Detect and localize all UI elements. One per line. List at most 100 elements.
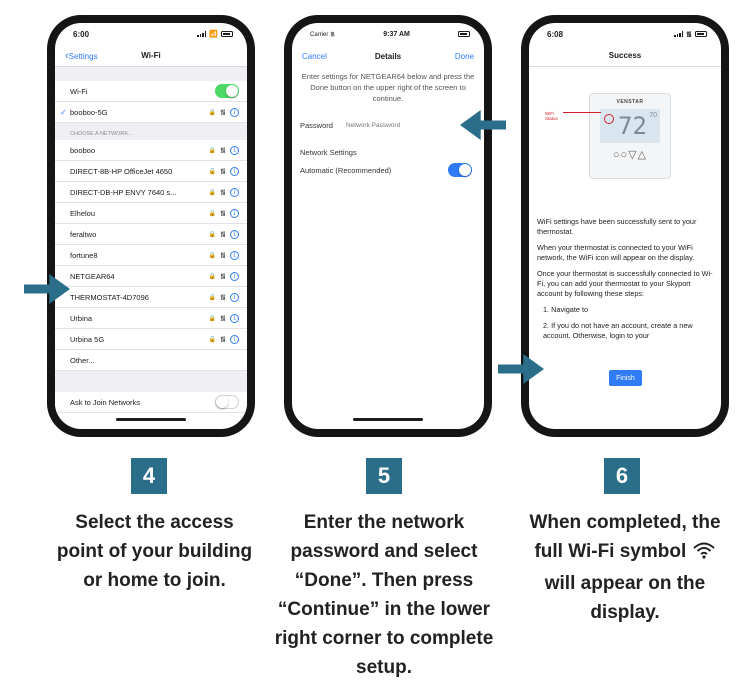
connected-network-row[interactable]: ✓ booboo-5G 🔒᯾i — [55, 102, 247, 123]
connected-network-name: booboo-5G — [70, 107, 108, 117]
wifi-settings-screen: 6:00 📶 ‹Settings Wi-Fi Wi-Fi ✓ booboo-5G… — [55, 23, 247, 429]
network-row[interactable]: DIRECT-8B-HP OfficeJet 4650🔒᯾i — [55, 161, 247, 182]
password-input[interactable] — [346, 121, 456, 129]
thermostat-body: VENSTAR 72 70 ○○▽△ — [589, 93, 671, 179]
nav-bar: Success — [529, 45, 721, 67]
back-label: Settings — [68, 51, 98, 61]
info-icon[interactable]: i — [230, 208, 239, 218]
caption-text: Enter the network password and select “D… — [274, 512, 494, 678]
step-number-4: 4 — [131, 458, 167, 494]
info-icon[interactable]: i — [230, 334, 239, 344]
lock-icon: 🔒 — [208, 210, 217, 217]
network-row[interactable]: booboo🔒᯾i — [55, 140, 247, 161]
status-bar: 6:08 ᯾ — [529, 23, 721, 45]
network-row[interactable]: THERMOSTAT-4D7096🔒᯾i — [55, 287, 247, 308]
info-icon[interactable]: i — [230, 250, 239, 260]
caption-text: Select the access point of your building… — [56, 512, 253, 591]
network-row[interactable]: fortune8🔒᯾i — [55, 245, 247, 266]
caption-text: When completed, the full Wi-Fi symbol — [529, 512, 721, 562]
lock-icon: 🔒 — [208, 336, 217, 343]
status-time: 6:08 — [547, 29, 564, 39]
wifi-status-label: WiFi Status — [545, 111, 558, 121]
automatic-label: Automatic (Recommended) — [300, 165, 392, 175]
info-icon[interactable]: i — [230, 187, 239, 197]
phone-details: Carrier ᯾ 9:37 AM Cancel Details Done En… — [284, 15, 492, 437]
network-settings-label: Network Settings — [300, 148, 357, 157]
back-button[interactable]: ‹Settings — [65, 50, 98, 62]
wifi-icon: ᯾ — [220, 314, 226, 322]
info-icon[interactable]: i — [230, 145, 239, 155]
wifi-icon: ᯾ — [330, 32, 336, 38]
network-name: Urbina 5G — [70, 334, 105, 344]
network-name: NETGEAR64 — [70, 271, 115, 281]
wifi-icon: ᯾ — [220, 272, 226, 280]
lock-icon: 🔒 — [208, 147, 217, 154]
status-icons: 📶 — [197, 30, 233, 38]
nav-bar: ‹Settings Wi-Fi — [55, 45, 247, 67]
info-icon[interactable]: i — [230, 107, 239, 117]
wifi-icon: ᯾ — [220, 293, 226, 301]
info-icon[interactable]: i — [230, 271, 239, 281]
wifi-icon: ᯾ — [220, 251, 226, 259]
lock-icon: 🔒 — [208, 109, 217, 116]
network-row[interactable]: Urbina🔒᯾i — [55, 308, 247, 329]
lock-icon: 🔒 — [208, 315, 217, 322]
wifi-icon: 📶 — [209, 31, 218, 38]
network-name: booboo — [70, 145, 96, 155]
status-time: 9:37 AM — [383, 30, 410, 38]
status-bar: 6:00 📶 — [55, 23, 247, 45]
info-icon[interactable]: i — [230, 166, 239, 176]
network-row[interactable]: Elhelou 🔒᯾ i — [55, 203, 247, 224]
wifi-icon: ᯾ — [686, 30, 692, 38]
automatic-toggle[interactable] — [448, 163, 472, 177]
cancel-button[interactable]: Cancel — [302, 51, 327, 61]
info-icon[interactable]: i — [230, 313, 239, 323]
automatic-row: Automatic (Recommended) — [292, 157, 484, 177]
wifi-icon: ᯾ — [220, 108, 226, 116]
info-icon[interactable]: i — [230, 292, 239, 302]
network-row[interactable]: DIRECT-DB-HP ENVY 7640 s...🔒᯾i — [55, 182, 247, 203]
step-number-6: 6 — [604, 458, 640, 494]
network-row[interactable]: feraltwo🔒᯾i — [55, 224, 247, 245]
lock-icon: 🔒 — [208, 294, 217, 301]
battery-icon — [458, 31, 470, 37]
success-screen: 6:08 ᯾ Success VENSTAR 72 70 ○○▽△ — [529, 23, 721, 429]
other-network-row[interactable]: Other... — [55, 350, 247, 371]
done-button[interactable]: Done — [454, 51, 474, 61]
phone-success: 6:08 ᯾ Success VENSTAR 72 70 ○○▽△ — [521, 15, 729, 437]
step-caption-5: Enter the network password and select “D… — [269, 508, 499, 682]
carrier-label: Carrier ᯾ — [310, 32, 336, 38]
finish-button[interactable]: Finish — [609, 370, 642, 386]
info-icon[interactable]: i — [230, 229, 239, 239]
instructions: Enter settings for NETGEAR64 below and p… — [301, 72, 475, 103]
network-row[interactable]: NETGEAR64🔒᯾i — [55, 266, 247, 287]
network-row[interactable]: Urbina 5G 🔒᯾ i — [55, 329, 247, 350]
signal-icon — [674, 31, 684, 37]
wifi-status-circle — [604, 114, 614, 124]
callout-line — [563, 112, 601, 113]
wifi-icon: ᯾ — [220, 335, 226, 343]
display-temperature: 72 — [618, 112, 647, 140]
password-row: Password — [292, 114, 484, 136]
para-connected: When your thermostat is connected to you… — [537, 243, 695, 262]
network-name: fortune8 — [70, 250, 98, 260]
network-name: DIRECT-8B-HP OfficeJet 4650 — [70, 166, 173, 176]
wifi-icon: ᯾ — [220, 209, 226, 217]
thermostat-brand: VENSTAR — [616, 99, 644, 105]
wifi-status-callout: WiFi Status — [545, 111, 565, 121]
section-header: CHOOSE A NETWORK... — [55, 123, 247, 140]
wifi-icon: ᯾ — [220, 167, 226, 175]
ask-join-toggle[interactable] — [215, 395, 239, 409]
wifi-toggle[interactable] — [215, 84, 239, 98]
status-time: 6:00 — [73, 29, 90, 39]
status-bar: Carrier ᯾ 9:37 AM — [292, 23, 484, 45]
thermostat-display: 72 70 — [600, 109, 660, 143]
lock-icon: 🔒 — [208, 189, 217, 196]
chevron-left-icon: ‹ — [65, 49, 69, 62]
network-name: Elhelou — [70, 208, 96, 218]
para-skyport: Once your thermostat is successfully con… — [537, 269, 713, 298]
network-name: feraltwo — [70, 229, 97, 239]
spacer — [55, 67, 247, 81]
wifi-icon: ᯾ — [220, 188, 226, 196]
